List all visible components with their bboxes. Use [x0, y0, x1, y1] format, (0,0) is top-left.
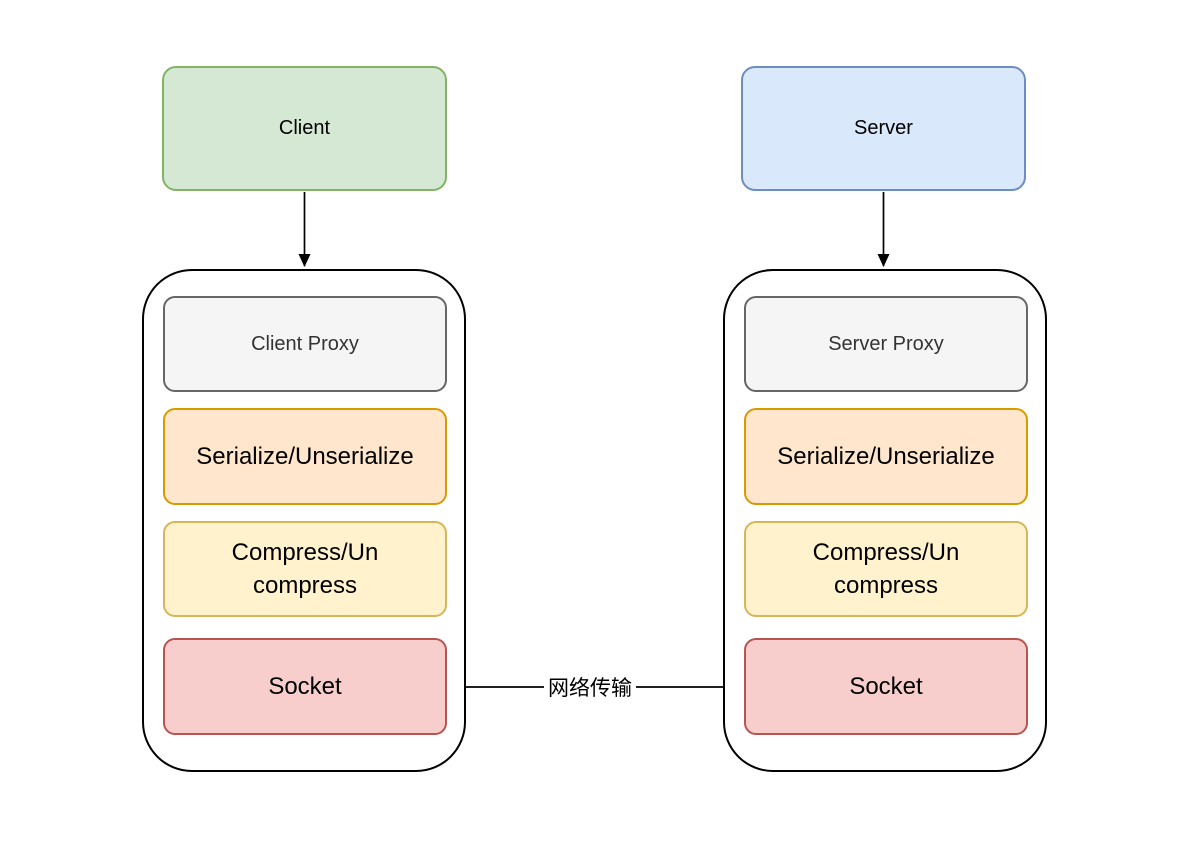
server-compress-label-line1: Compress/Un	[812, 539, 960, 566]
client-node: Client	[162, 66, 447, 191]
client-proxy-layer: Client Proxy	[163, 296, 447, 392]
server-proxy-label: Server Proxy	[828, 332, 944, 355]
server-socket-label: Socket	[849, 673, 923, 700]
network-edge-label: 网络传输	[544, 671, 636, 703]
server-proxy-layer: Server Proxy	[744, 296, 1028, 392]
server-serialize-layer: Serialize/Unserialize	[744, 408, 1028, 505]
server-socket-layer: Socket	[744, 638, 1028, 735]
client-compress-layer: Compress/Un compress	[163, 521, 447, 617]
client-socket-label: Socket	[268, 673, 342, 700]
server-stack-container: Server Proxy Serialize/Unserialize Compr…	[723, 269, 1047, 772]
client-serialize-layer: Serialize/Unserialize	[163, 408, 447, 505]
server-node-label: Server	[854, 117, 913, 139]
client-compress-label-line1: Compress/Un	[231, 539, 379, 566]
server-serialize-label: Serialize/Unserialize	[777, 443, 995, 470]
client-node-label: Client	[278, 117, 331, 139]
server-compress-label-line2: compress	[833, 572, 939, 599]
client-stack-container: Client Proxy Serialize/Unserialize Compr…	[142, 269, 466, 772]
client-proxy-label: Client Proxy	[251, 332, 359, 355]
server-compress-layer: Compress/Un compress	[744, 521, 1028, 617]
client-socket-layer: Socket	[163, 638, 447, 735]
client-compress-label-line2: compress	[252, 572, 358, 599]
client-serialize-label: Serialize/Unserialize	[196, 443, 414, 470]
server-node: Server	[741, 66, 1026, 191]
